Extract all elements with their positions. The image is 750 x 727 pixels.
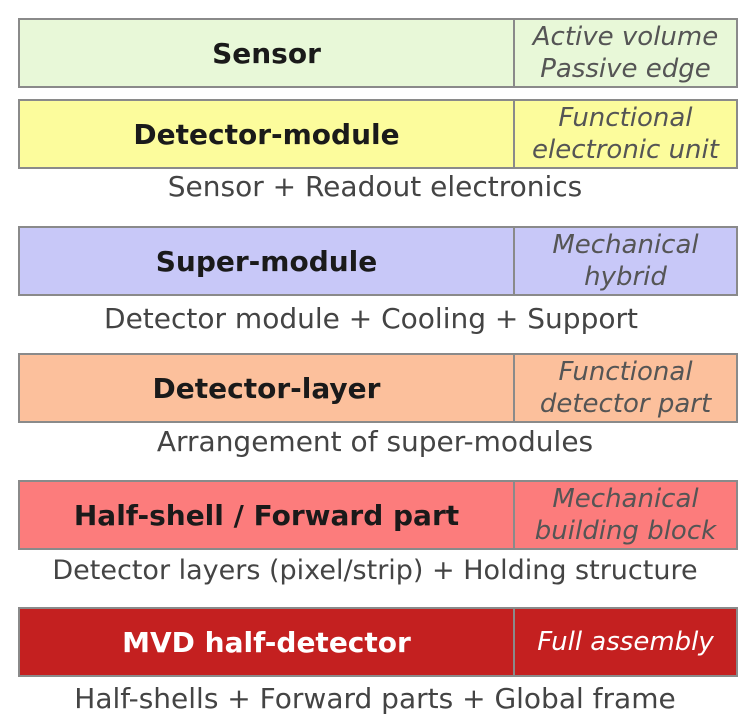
level-name: Super-module <box>20 228 515 294</box>
level-role: Functional detector part <box>539 357 712 419</box>
level-description: Detector module + Cooling + Support <box>104 302 638 335</box>
level-name: Half-shell / Forward part <box>20 482 515 548</box>
level-description: Arrangement of super-modules <box>156 425 594 458</box>
level-box-detector-layer: Detector-layer Functional detector part <box>18 353 738 423</box>
level-role: Full assembly <box>537 627 714 657</box>
level-description: Sensor + Readout electronics <box>167 170 583 203</box>
level-box-sensor: Sensor Active volume Passive edge <box>18 18 738 88</box>
level-name: Sensor <box>20 20 515 86</box>
level-role: Functional electronic unit <box>532 103 719 165</box>
level-name: Detector-layer <box>20 355 515 421</box>
level-description: Detector layers (pixel/strip) + Holding … <box>52 555 698 586</box>
level-role: Mechanical building block <box>534 484 717 546</box>
level-name: Detector-module <box>20 101 515 167</box>
level-role: Mechanical hybrid <box>552 230 699 292</box>
level-box-half-shell: Half-shell / Forward part Mechanical bui… <box>18 480 738 550</box>
level-role: Active volume Passive edge <box>532 22 719 84</box>
level-name: MVD half-detector <box>20 609 515 675</box>
level-box-mvd-half-detector: MVD half-detector Full assembly <box>18 607 738 677</box>
level-box-detector-module: Detector-module Functional electronic un… <box>18 99 738 169</box>
level-description: Half-shells + Forward parts + Global fra… <box>74 682 676 715</box>
level-box-super-module: Super-module Mechanical hybrid <box>18 226 738 296</box>
